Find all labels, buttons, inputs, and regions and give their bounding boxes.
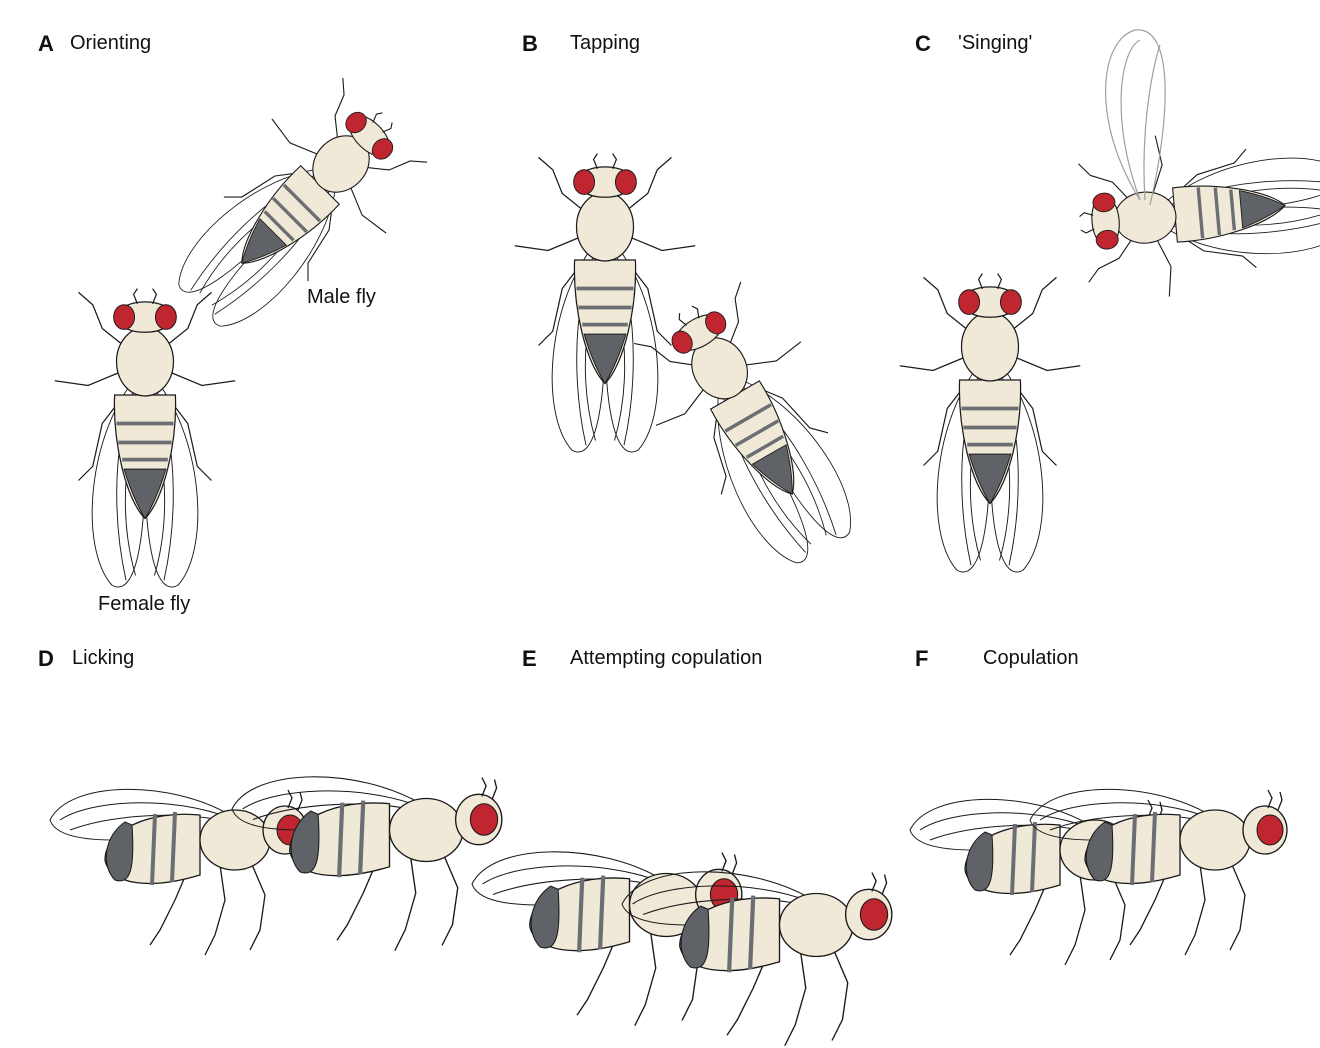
- panel-letter-c: C: [915, 31, 931, 56]
- female-fly-singing: [897, 271, 1083, 574]
- panel-letter-f: F: [915, 646, 929, 671]
- raised-wing: [1105, 29, 1166, 206]
- female-fly-top-view: [52, 286, 238, 589]
- panel-letter-b: B: [522, 31, 538, 56]
- panel-title-orienting: Orienting: [70, 32, 152, 54]
- male-fly-top-view: [139, 58, 447, 366]
- panel-title-singing: 'Singing': [958, 32, 1033, 54]
- panel-title-licking: Licking: [72, 647, 135, 669]
- male-fly-licking: [232, 777, 502, 951]
- panel-title-tapping: Tapping: [570, 32, 641, 54]
- panel-letter-d: D: [38, 646, 54, 671]
- panel-title-attempting-copulation: Attempting copulation: [570, 647, 763, 669]
- female-fly-label: Female fly: [98, 593, 191, 615]
- female-fly-tapping: [512, 151, 698, 454]
- panel-letter-a: A: [38, 31, 54, 56]
- panel-title-copulation: Copulation: [983, 647, 1079, 669]
- male-fly-tapping: [611, 266, 899, 593]
- male-fly-label: Male fly: [307, 286, 376, 308]
- male-fly-singing: [1071, 117, 1320, 306]
- panel-letter-e: E: [522, 646, 537, 671]
